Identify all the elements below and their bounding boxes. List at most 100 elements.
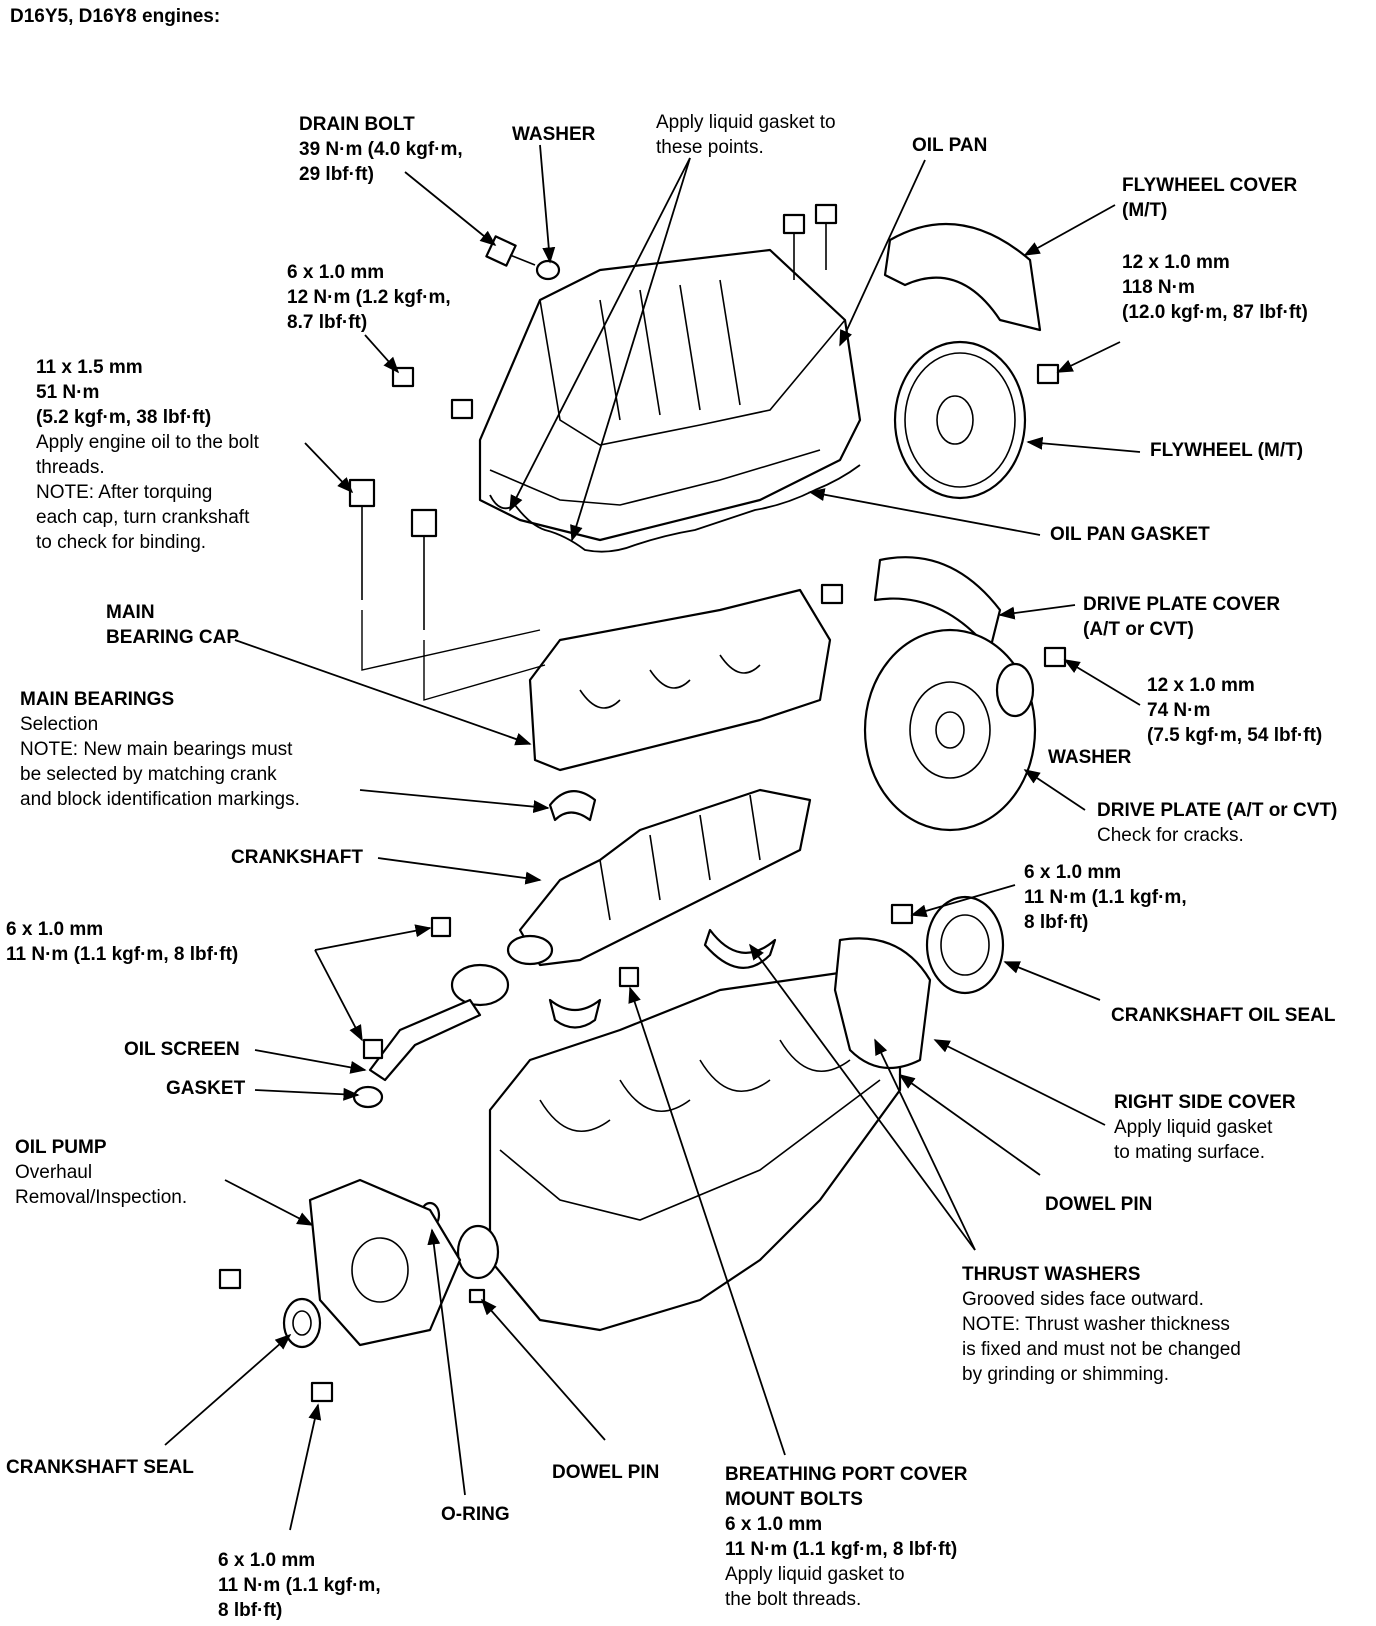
oil-pump-sub2: Removal/Inspection.: [15, 1187, 188, 1208]
oil-screen-name: OIL SCREEN: [124, 1039, 240, 1060]
drive-plate-name: DRIVE PLATE (A/T or CVT): [1097, 800, 1338, 821]
drive-plate-sub: Check for cracks.: [1097, 825, 1244, 846]
engine-block-illustration: [488, 968, 902, 1332]
main-cap-bolt-conv: (5.2 kgf·m, 38 lbf·ft): [36, 407, 212, 428]
flywheel-label: FLYWHEEL (M/T): [1150, 438, 1303, 463]
right-side-cover-label: RIGHT SIDE COVER Apply liquid gasket to …: [1114, 1090, 1296, 1165]
oil-screen-top-bolt-illustration: [430, 916, 452, 938]
leader-lines: [164, 144, 1141, 1531]
drive-plate-label: DRIVE PLATE (A/T or CVT) Check for crack…: [1097, 798, 1337, 848]
drive-plate-bolt-torque: 74 N·m: [1147, 700, 1211, 721]
washer-top-label: WASHER: [512, 122, 595, 147]
breathing-port-line2: MOUNT BOLTS: [725, 1489, 863, 1510]
flywheel-cover-label: FLYWHEEL COVER (M/T): [1122, 173, 1297, 223]
main-bearings-note3: and block identification markings.: [20, 789, 300, 810]
flywheel-bolt-conv: (12.0 kgf·m, 87 lbf·ft): [1122, 302, 1308, 323]
main-bearing-cap-line2: BEARING CAP: [106, 627, 240, 648]
pan-bolt-conv: 8.7 lbf·ft): [287, 312, 368, 333]
liquid-gasket-line2: these points.: [656, 137, 764, 158]
main-bearing-cap-illustration: [528, 588, 832, 772]
washer-drive-label: WASHER: [1048, 745, 1131, 770]
dowel-pin-bottom-label: DOWEL PIN: [552, 1460, 659, 1485]
thrust-washers-label: THRUST WASHERS Grooved sides face outwar…: [962, 1262, 1241, 1387]
main-cap-bolt-torque: 51 N·m: [36, 382, 100, 403]
drain-bolt-label: DRAIN BOLT 39 N·m (4.0 kgf·m, 29 lbf·ft): [299, 112, 463, 187]
crank-sprocket-illustration: [456, 1224, 500, 1280]
drain-bolt-torque: 39 N·m (4.0 kgf·m,: [299, 139, 463, 160]
main-bearings-label: MAIN BEARINGS Selection NOTE: New main b…: [20, 687, 300, 812]
pan-bolt-torque: 12 N·m (1.2 kgf·m,: [287, 287, 451, 308]
crankshaft-seal-label: CRANKSHAFT SEAL: [6, 1455, 194, 1480]
flywheel-cover-name: FLYWHEEL COVER: [1122, 175, 1298, 196]
crankshaft-oil-seal-label: CRANKSHAFT OIL SEAL: [1111, 1003, 1335, 1028]
flywheel-illustration: [893, 340, 1027, 500]
pan-bolt-spec: 6 x 1.0 mm 12 N·m (1.2 kgf·m, 8.7 lbf·ft…: [287, 260, 451, 335]
oil-pan-illustration: [478, 248, 862, 542]
liquid-gasket-line1: Apply liquid gasket to: [656, 112, 836, 133]
oil-pan-name: OIL PAN: [912, 135, 988, 156]
breathing-port-torque: 11 N·m (1.1 kgf·m, 8 lbf·ft): [725, 1539, 958, 1560]
crankshaft-oil-seal-name: CRANKSHAFT OIL SEAL: [1111, 1005, 1336, 1026]
right-cover-bolt-size: 6 x 1.0 mm: [1024, 862, 1122, 883]
pan-bolts-illustration: [391, 203, 838, 420]
oil-pan-gasket-label: OIL PAN GASKET: [1050, 522, 1210, 547]
o-ring-label: O-RING: [441, 1502, 510, 1527]
thrust-washers-sub3: is fixed and must not be changed: [962, 1339, 1241, 1360]
drive-cover-bolt-illustration: [820, 583, 844, 605]
dowel-pin-right-name: DOWEL PIN: [1045, 1194, 1153, 1215]
drain-bolt-name: DRAIN BOLT: [299, 114, 415, 135]
breathing-port-size: 6 x 1.0 mm: [725, 1514, 823, 1535]
oil-screen-bolt-torque: 11 N·m (1.1 kgf·m, 8 lbf·ft): [6, 944, 239, 965]
drive-plate-bolt-illustration: [1043, 646, 1067, 668]
oil-screen-bolt-size: 6 x 1.0 mm: [6, 919, 104, 940]
flywheel-bolt-size: 12 x 1.0 mm: [1122, 252, 1230, 273]
crankshaft-oil-seal-illustration: [925, 895, 1005, 995]
thrust-washer-illustration: [703, 928, 777, 969]
gasket-name: GASKET: [166, 1078, 246, 1099]
dowel-pin-bottom-name: DOWEL PIN: [552, 1462, 660, 1483]
oil-screen-bolt-spec: 6 x 1.0 mm 11 N·m (1.1 kgf·m, 8 lbf·ft): [6, 917, 238, 967]
crankshaft-name: CRANKSHAFT: [231, 847, 363, 868]
flywheel-bolt-spec: 12 x 1.0 mm 118 N·m (12.0 kgf·m, 87 lbf·…: [1122, 250, 1308, 325]
drive-plate-cover-label: DRIVE PLATE COVER (A/T or CVT): [1083, 592, 1280, 642]
oil-pump-bolt-torque: 11 N·m (1.1 kgf·m,: [218, 1575, 381, 1596]
o-ring-name: O-RING: [441, 1504, 510, 1525]
thrust-washers-sub4: by grinding or shimming.: [962, 1364, 1169, 1385]
washer-drive-illustration: [995, 662, 1035, 718]
washer-top-name: WASHER: [512, 124, 596, 145]
oil-pump-bolt-size: 6 x 1.0 mm: [218, 1550, 316, 1571]
right-side-cover-illustration: [833, 937, 932, 1070]
main-cap-bolt-note5: to check for binding.: [36, 532, 207, 553]
drive-plate-bolt-spec: 12 x 1.0 mm 74 N·m (7.5 kgf·m, 54 lbf·ft…: [1147, 673, 1322, 748]
oil-pan-gasket-illustration: [489, 464, 861, 553]
main-cap-bolt-size: 11 x 1.5 mm: [36, 357, 143, 378]
drive-plate-cover-name: DRIVE PLATE COVER: [1083, 594, 1281, 615]
oil-pump-lower-bolt-illustration: [310, 1381, 334, 1403]
gasket-illustration: [352, 1085, 384, 1109]
right-side-cover-sub1: Apply liquid gasket: [1114, 1117, 1273, 1138]
dowel-pin-right-label: DOWEL PIN: [1045, 1192, 1152, 1217]
main-cap-bolt-note1: Apply engine oil to the bolt: [36, 432, 259, 453]
oil-screen-bolt-illustration: [362, 1038, 384, 1060]
oil-pump-bolt-illustration: [218, 1268, 242, 1290]
main-cap-bolt-note2: threads.: [36, 457, 105, 478]
liquid-gasket-label: Apply liquid gasket to these points.: [656, 110, 836, 160]
oil-screen-illustration: [368, 963, 510, 1082]
main-bearing-cap-label: MAIN BEARING CAP: [106, 600, 239, 650]
main-bearing-shell-illustration: [548, 790, 597, 822]
dowel-pin-illustration: [468, 1288, 486, 1304]
right-side-cover-name: RIGHT SIDE COVER: [1114, 1092, 1296, 1113]
oil-pump-bolt-spec: 6 x 1.0 mm 11 N·m (1.1 kgf·m, 8 lbf·ft): [218, 1548, 381, 1623]
oil-pump-label: OIL PUMP Overhaul Removal/Inspection.: [15, 1135, 187, 1210]
crankshaft-seal-illustration: [282, 1297, 322, 1349]
gasket-label: GASKET: [166, 1076, 245, 1101]
main-cap-bolt-note3: NOTE: After torquing: [36, 482, 213, 503]
breathing-port-bolt-illustration: [618, 966, 640, 988]
flywheel-cover-illustration: [883, 222, 1042, 332]
breathing-port-note2: the bolt threads.: [725, 1589, 862, 1610]
right-cover-bolt-illustration: [890, 903, 914, 925]
page-title: D16Y5, D16Y8 engines:: [10, 6, 221, 27]
thrust-washers-sub1: Grooved sides face outward.: [962, 1289, 1204, 1310]
main-bearing-cap-line1: MAIN: [106, 602, 155, 623]
breathing-port-label: BREATHING PORT COVER MOUNT BOLTS 6 x 1.0…: [725, 1462, 967, 1612]
